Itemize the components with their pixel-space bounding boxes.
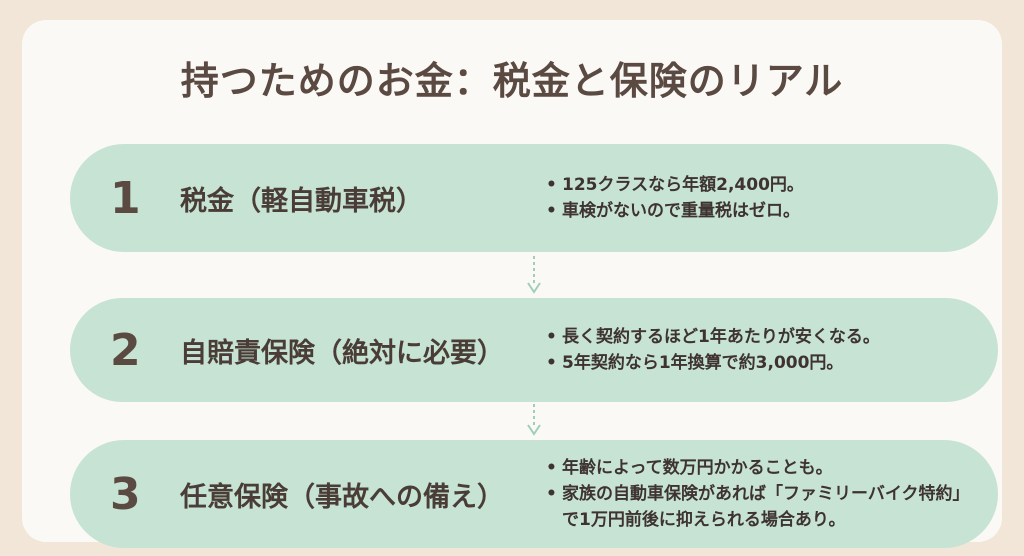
arrow-down-icon	[527, 424, 541, 436]
step-notes: 125クラスなら年額2,400円。 車検がないので重量税はゼロ。	[544, 144, 984, 252]
step-label: 任意保険（事故への備え）	[180, 481, 504, 513]
step-label: 税金（軽自動車税）	[180, 185, 423, 217]
infographic-card: 持つためのお金：税金と保険のリアル 1 税金（軽自動車税） 125クラスなら年額…	[22, 20, 1002, 548]
note-item: 長く契約するほど1年あたりが安くなる。	[544, 324, 984, 350]
note-item: 5年契約なら1年換算で約3,000円。	[544, 350, 984, 376]
step-notes: 長く契約するほど1年あたりが安くなる。 5年契約なら1年換算で約3,000円。	[544, 298, 984, 402]
page-title: 持つためのお金：税金と保険のリアル	[180, 59, 844, 103]
connector-arrow-2	[527, 404, 541, 436]
step-number: 1	[110, 172, 141, 224]
step-number: 2	[110, 324, 141, 376]
step-3: 3 任意保険（事故への備え） 年齢によって数万円かかることも。 家族の自動車保険…	[70, 440, 998, 548]
arrow-down-icon	[527, 282, 541, 294]
step-1: 1 税金（軽自動車税） 125クラスなら年額2,400円。 車検がないので重量税…	[70, 144, 998, 252]
note-item: 年齢によって数万円かかることも。	[544, 455, 984, 481]
step-number: 3	[110, 468, 141, 520]
note-item: 125クラスなら年額2,400円。	[544, 172, 984, 198]
connector-arrow-1	[527, 256, 541, 294]
step-notes: 年齢によって数万円かかることも。 家族の自動車保険があれば「ファミリーバイク特約…	[544, 440, 984, 548]
note-item: 車検がないので重量税はゼロ。	[544, 198, 984, 224]
step-label: 自賠責保険（絶対に必要）	[180, 337, 504, 369]
note-item: 家族の自動車保険があれば「ファミリーバイク特約」で1万円前後に抑えられる場合あり…	[544, 481, 984, 533]
step-2: 2 自賠責保険（絶対に必要） 長く契約するほど1年あたりが安くなる。 5年契約な…	[70, 298, 998, 402]
